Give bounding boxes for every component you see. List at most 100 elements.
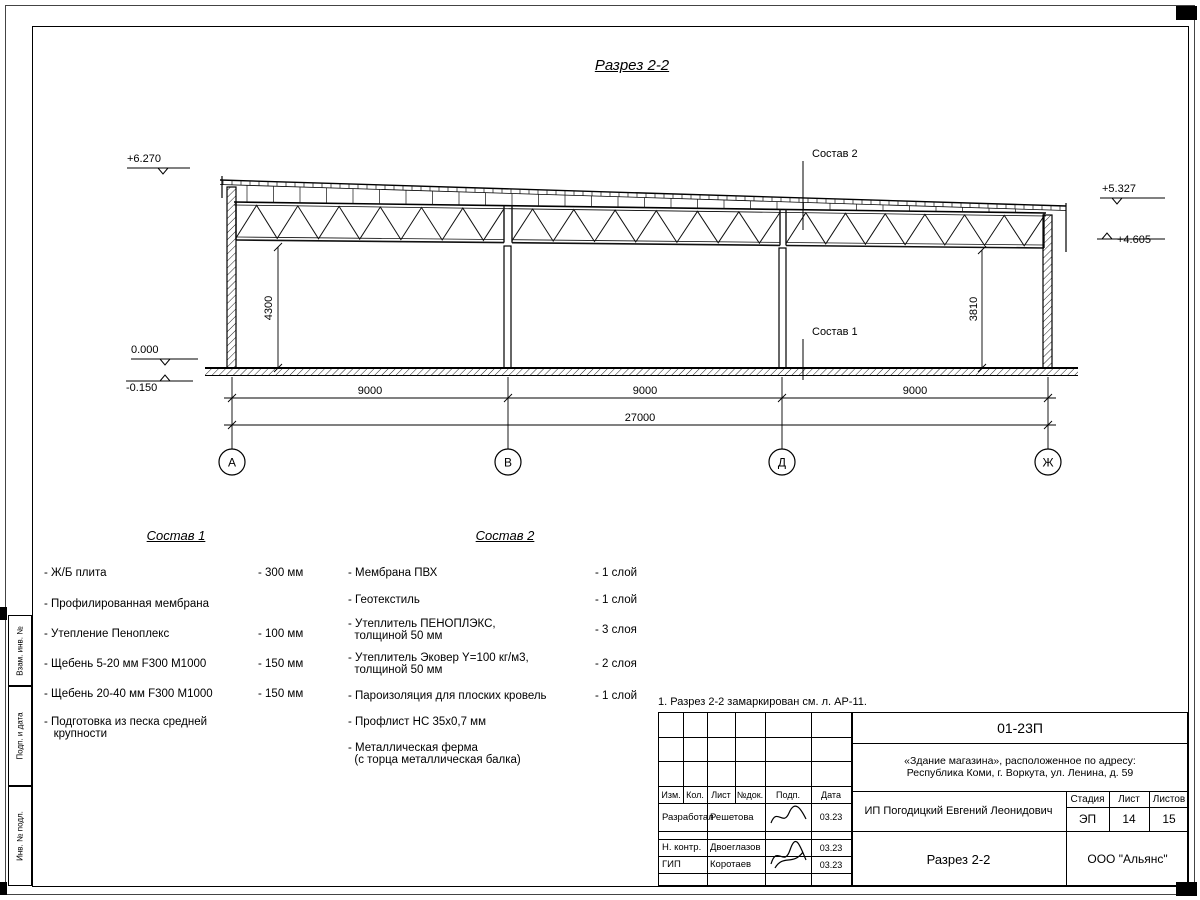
signature xyxy=(770,805,807,824)
tb-name-ncontrol: Двоеглазов xyxy=(710,842,761,853)
composition2-item: - Утеплитель ПЕНОПЛЭКС, толщиной 50 мм -… xyxy=(348,618,637,642)
composition2-item: - Металлическая ферма (с торца металличе… xyxy=(348,742,595,766)
stamp-vzam-inv: Взам. инв. № xyxy=(8,615,32,686)
item-name: - Мембрана ПВХ xyxy=(348,567,438,579)
tb-sheets-label: Листов xyxy=(1152,793,1186,805)
callout-sostav2: Состав 2 xyxy=(812,148,858,160)
elevation-mark-icon xyxy=(1101,232,1113,240)
tb-role-gip: ГИП xyxy=(662,859,681,870)
composition2-title: Состав 2 xyxy=(475,528,535,543)
tb-sheet-label: Лист xyxy=(1118,793,1140,805)
wall-right xyxy=(1042,214,1053,369)
composition1-item: - Щебень 20-40 мм F300 М1000 - 150 мм xyxy=(44,688,303,700)
elevation-right-low: +4.605 xyxy=(1117,234,1151,246)
item-name: - Профилированная мембрана xyxy=(44,598,209,610)
composition1-item: - Подготовка из песка средней крупности xyxy=(44,716,258,740)
item-value: - 300 мм xyxy=(258,567,304,579)
elevation-mark-icon xyxy=(1111,197,1123,205)
tb-col-data: Дата xyxy=(821,789,841,800)
tb-sheet-value: 14 xyxy=(1122,812,1136,826)
composition1-item: - Утепление Пеноплекс - 100 мм xyxy=(44,628,303,640)
tb-name-gip: Коротаев xyxy=(710,859,752,870)
column-B xyxy=(503,245,512,369)
dim-span-2: 9000 xyxy=(633,385,657,397)
wall-left xyxy=(226,186,237,369)
item-name: - Щебень 20-40 мм F300 М1000 xyxy=(44,688,213,700)
item-value: - 1 слой xyxy=(595,690,638,702)
sheet-frame xyxy=(32,26,1189,887)
elevation-mark-icon xyxy=(159,374,171,382)
side-stamps: Взам. инв. № Подп. и дата Инв. № подл. xyxy=(8,615,32,886)
tb-col-kol: Кол. xyxy=(686,789,704,800)
horizontal-dimensions: 9000 9000 9000 27000 xyxy=(224,377,1056,449)
truss-webs xyxy=(222,180,1061,249)
dim-height-left: 4300 xyxy=(263,296,275,320)
axis-label-Zh: Ж xyxy=(1042,456,1053,470)
column-D xyxy=(778,247,787,369)
dim-span-1: 9000 xyxy=(358,385,382,397)
elevation-zero: 0.000 xyxy=(131,344,159,356)
composition1-title: Состав 1 xyxy=(146,528,206,543)
item-name: - Пароизоляция для плоских кровель xyxy=(348,690,547,702)
item-value: - 1 слой xyxy=(595,567,638,579)
item-name: - Утеплитель ПЕНОПЛЭКС, толщиной 50 мм xyxy=(348,618,496,642)
tb-sheets-value: 15 xyxy=(1162,812,1176,826)
item-name: - Металлическая ферма (с торца металличе… xyxy=(348,742,521,766)
tb-role-developer: Разработал xyxy=(662,811,714,823)
elevation-marks: +6.270 0.000 -0.150 +5.327 +4.605 xyxy=(126,153,1165,394)
elevation-top-left: +6.270 xyxy=(127,153,161,165)
page-title: Разрез 2-2 xyxy=(594,57,670,74)
item-value: - 150 мм xyxy=(258,688,304,700)
registration-mark xyxy=(1176,6,1197,20)
section-drawing: +6.270 0.000 -0.150 +5.327 +4.605 Состав… xyxy=(126,148,1165,476)
tb-col-list: Лист xyxy=(711,789,731,800)
composition2-item: - Мембрана ПВХ - 1 слой xyxy=(348,567,637,579)
tb-role-ncontrol: Н. контр. xyxy=(662,842,702,853)
item-name: - Утепление Пеноплекс xyxy=(44,628,170,640)
axis-label-D: Д xyxy=(778,456,786,470)
tb-col-podp: Подп. xyxy=(776,789,800,800)
item-name: - Ж/Б плита xyxy=(44,567,107,579)
composition2-item: - Профлист НС 35х0,7 мм xyxy=(348,716,595,728)
title-block: Изм. Кол. Лист №док. Подп. Дата Разработ… xyxy=(658,712,1189,887)
tb-client: ИП Погодицкий Евгений Леонидович xyxy=(864,805,1053,817)
tb-project: «Здание магазина», расположенное по адре… xyxy=(904,755,1136,779)
composition1-item: - Профилированная мембрана xyxy=(44,598,258,610)
registration-mark xyxy=(0,882,7,895)
item-name: - Профлист НС 35х0,7 мм xyxy=(348,716,486,728)
elevation-mark-icon xyxy=(157,167,169,175)
elevation-right-top: +5.327 xyxy=(1102,183,1136,195)
dim-total: 27000 xyxy=(625,412,656,424)
dim-height-right: 3810 xyxy=(968,297,980,321)
vertical-dimensions: 4300 3810 xyxy=(263,242,987,373)
item-value: - 3 слоя xyxy=(595,624,637,636)
elevation-below: -0.150 xyxy=(126,382,157,394)
item-value: - 150 мм xyxy=(258,658,304,670)
tb-col-ndok: №док. xyxy=(736,789,764,800)
tb-date-developer: 03.23 xyxy=(819,812,843,822)
tb-drawing-title: Разрез 2-2 xyxy=(926,851,991,867)
truss-top-chord xyxy=(233,201,1047,217)
composition-callouts: Состав 2 Состав 1 xyxy=(802,148,858,380)
composition2-item: - Утеплитель Эковер Y=100 кг/м3, толщино… xyxy=(348,652,637,676)
registration-mark xyxy=(0,607,7,620)
item-value: - 2 слоя xyxy=(595,658,637,670)
item-name: - Щебень 5-20 мм F300 М1000 xyxy=(44,658,207,670)
tb-date-ncontrol: 03.23 xyxy=(819,842,843,853)
sheet-outer-border xyxy=(5,5,1195,895)
callout-sostav1: Состав 1 xyxy=(812,326,858,338)
item-name: - Геотекстиль xyxy=(348,594,420,606)
tb-name-developer: Решетова xyxy=(710,811,754,823)
stamp-inv-podl: Инв. № подл. xyxy=(8,786,32,886)
floor-slab xyxy=(205,367,1078,376)
item-value: - 100 мм xyxy=(258,628,304,640)
tb-company: ООО "Альянс" xyxy=(1087,852,1168,866)
item-value: - 1 слой xyxy=(595,594,638,606)
note-text: 1. Разрез 2-2 замаркирован см. л. АР-11. xyxy=(658,696,867,708)
composition1-item: - Щебень 5-20 мм F300 М1000 - 150 мм xyxy=(44,658,303,670)
axis-label-V: В xyxy=(504,456,512,470)
tb-doc-number: 01-23П xyxy=(997,720,1043,736)
composition2-item: - Геотекстиль - 1 слой xyxy=(348,594,637,606)
tb-date-gip: 03.23 xyxy=(819,859,843,870)
